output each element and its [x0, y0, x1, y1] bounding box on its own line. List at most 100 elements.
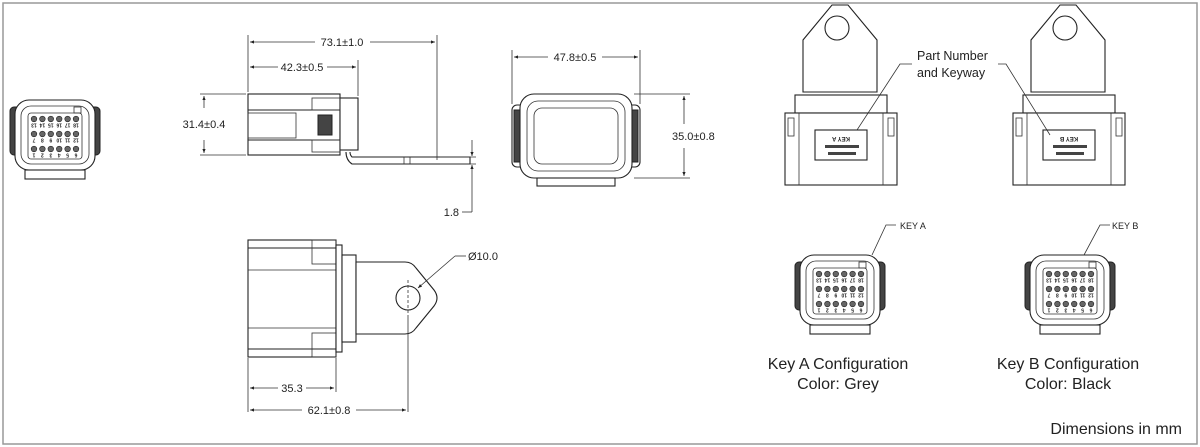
- pin-contact: [815, 300, 823, 308]
- pin-number: 7: [32, 137, 35, 143]
- pin-number: 10: [56, 137, 62, 143]
- dim-overall-length: 73.1±1.0: [321, 37, 364, 49]
- pin-number: 10: [1071, 292, 1077, 298]
- pin-number: 15: [48, 122, 54, 128]
- latch-right: [887, 117, 895, 137]
- pin-number: 18: [858, 277, 864, 283]
- pin-number: 5: [1081, 307, 1084, 313]
- pin-contact: [47, 145, 54, 153]
- key-a-config-title: Key A Configuration: [768, 356, 909, 373]
- pin-number: 8: [41, 137, 44, 143]
- pin-contact: [832, 300, 839, 308]
- top-dimensions: Ø10.0 35.3 62.1±0.8: [250, 251, 498, 417]
- key-a-marker: [73, 106, 82, 114]
- pin-contact: [1062, 285, 1069, 293]
- callout-part-number: Part Number: [917, 49, 988, 63]
- pin-contact: [1045, 285, 1053, 293]
- pin-number: 4: [58, 152, 61, 158]
- pin-number: 3: [1064, 307, 1067, 313]
- pin-contact: [1079, 285, 1086, 293]
- pin-number: 12: [73, 137, 79, 143]
- key-a-color: Color: Grey: [797, 376, 879, 393]
- pin-number: 2: [826, 307, 829, 313]
- pin-contact: [849, 285, 856, 293]
- dim-tab-thickness: 1.8: [444, 207, 459, 219]
- pin-contact: [39, 130, 46, 138]
- pin-number: 15: [1063, 277, 1069, 283]
- dim-height: 31.4±0.4: [183, 119, 226, 131]
- pin-number: 14: [824, 277, 830, 283]
- pin-number: 16: [841, 277, 847, 283]
- latch-left: [1015, 117, 1023, 137]
- back-view-key-a: KEY A: [784, 4, 898, 186]
- pin-number: 13: [31, 122, 37, 128]
- mounting-hole: [824, 15, 850, 41]
- pin-contact: [1071, 285, 1078, 293]
- housing-inner: [20, 105, 90, 165]
- pin-number: 17: [1080, 277, 1086, 283]
- end-view: [511, 93, 641, 187]
- dim-depth: 35.0±0.8: [672, 131, 715, 143]
- pin-contact: [824, 300, 831, 308]
- pin-contact: [72, 115, 80, 123]
- key-a-callout: KEY A: [900, 221, 926, 231]
- pin-contact: [815, 285, 823, 293]
- pin-number: 17: [65, 122, 71, 128]
- pin-contact: [64, 145, 71, 153]
- top-view: [247, 239, 438, 412]
- pin-contact: [56, 145, 63, 153]
- pin-number: 5: [66, 152, 69, 158]
- pin-contact: [1045, 300, 1053, 308]
- mounting-tab: [802, 4, 878, 93]
- pin-contact: [841, 285, 848, 293]
- side-dimensions: 73.1±1.0 42.3±0.5 31.4±0.4 1.8: [183, 35, 476, 219]
- pin-contact: [1062, 270, 1069, 278]
- callout-leader-a: [856, 63, 912, 131]
- pin-number: 10: [841, 292, 847, 298]
- pin-number: 17: [850, 277, 856, 283]
- body: [784, 112, 898, 186]
- pin-contact: [30, 130, 38, 138]
- housing-inner: [805, 260, 875, 320]
- key-b-config-title: Key B Configuration: [997, 356, 1139, 373]
- housing-outline: [1029, 254, 1111, 326]
- pin-contact: [1087, 300, 1095, 308]
- latch-right: [1115, 117, 1123, 137]
- pin-number: 6: [74, 152, 77, 158]
- part-label-key: KEY B: [1059, 135, 1078, 141]
- pin-contact: [857, 285, 865, 293]
- dim-body-length: 42.3±0.5: [281, 62, 324, 74]
- pin-number: 12: [858, 292, 864, 298]
- pin-number: 6: [1089, 307, 1092, 313]
- units-note: Dimensions in mm: [1050, 421, 1182, 438]
- pin-number: 14: [39, 122, 45, 128]
- callout-leader-b: [998, 63, 1051, 136]
- pin-number: 13: [816, 277, 822, 283]
- pin-number: 3: [49, 152, 52, 158]
- pin-number: 2: [1056, 307, 1059, 313]
- pin-number: 8: [826, 292, 829, 298]
- pin-number: 16: [56, 122, 62, 128]
- key-b-marker: [1088, 261, 1097, 269]
- pin-contact: [857, 270, 865, 278]
- base-flange: [24, 169, 86, 180]
- key-b-callout: KEY B: [1112, 221, 1138, 231]
- pin-number: 1: [1047, 307, 1050, 313]
- pin-contact: [1079, 270, 1086, 278]
- part-label-line: [825, 145, 859, 148]
- part-label-line: [828, 152, 856, 155]
- part-label-key: KEY A: [831, 135, 850, 141]
- pin-contact: [849, 300, 856, 308]
- pin-contact: [841, 270, 848, 278]
- pin-number: 11: [1080, 292, 1086, 298]
- pin-contact: [1071, 300, 1078, 308]
- base-flange: [809, 324, 871, 335]
- pin-contact: [815, 270, 823, 278]
- pin-number: 1: [817, 307, 820, 313]
- pin-contact: [1054, 285, 1061, 293]
- pin-contact: [857, 300, 865, 308]
- pin-contact: [47, 115, 54, 123]
